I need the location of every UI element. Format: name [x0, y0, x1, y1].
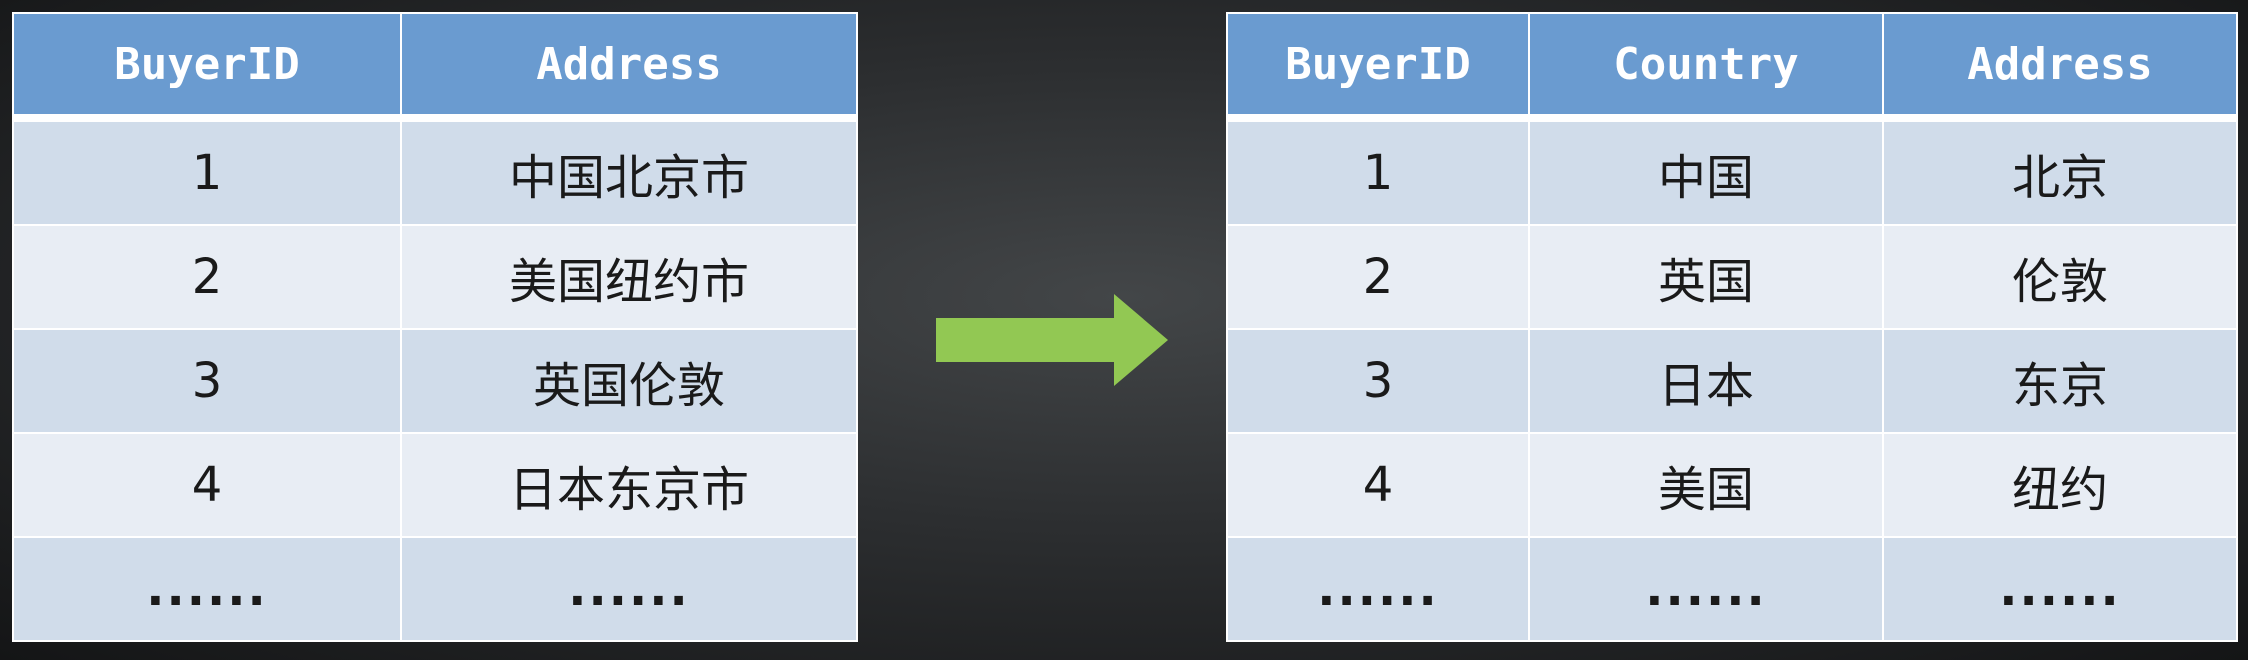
cell-address: 英国伦敦	[400, 328, 858, 434]
table-row: ...... ......	[12, 536, 858, 642]
cell-address: 东京	[1882, 328, 2238, 434]
cell-address: 中国北京市	[400, 117, 858, 226]
cell-buyerid: ......	[1226, 536, 1530, 642]
cell-buyerid: 3	[1226, 328, 1530, 434]
header-country: Country	[1528, 12, 1884, 122]
cell-buyerid: ......	[12, 536, 402, 642]
cell-address: ......	[400, 536, 858, 642]
table-row: 4 美国 纽约	[1226, 432, 2238, 538]
cell-address: 日本东京市	[400, 432, 858, 538]
cell-country: 中国	[1528, 117, 1884, 226]
normalized-table: BuyerID Country Address 1 中国 北京 2 英国 伦敦 …	[1226, 12, 2238, 642]
cell-address: 伦敦	[1882, 224, 2238, 330]
cell-buyerid: 1	[12, 117, 402, 226]
cell-address: ......	[1882, 536, 2238, 642]
table-row: ...... ...... ......	[1226, 536, 2238, 642]
header-row: BuyerID Country Address	[1226, 12, 2238, 122]
cell-buyerid: 3	[12, 328, 402, 434]
cell-country: 美国	[1528, 432, 1884, 538]
source-table: BuyerID Address 1 中国北京市 2 美国纽约市 3 英国伦敦 4…	[12, 12, 858, 642]
cell-country: ......	[1528, 536, 1884, 642]
cell-address: 纽约	[1882, 432, 2238, 538]
cell-country: 日本	[1528, 328, 1884, 434]
right-arrow-icon	[936, 294, 1168, 386]
cell-country: 英国	[1528, 224, 1884, 330]
cell-address: 美国纽约市	[400, 224, 858, 330]
cell-address: 北京	[1882, 117, 2238, 226]
table-row: 1 中国北京市	[12, 117, 858, 226]
cell-buyerid: 2	[12, 224, 402, 330]
table-row: 2 英国 伦敦	[1226, 224, 2238, 330]
table-row: 4 日本东京市	[12, 432, 858, 538]
table-row: 2 美国纽约市	[12, 224, 858, 330]
table-row: 3 日本 东京	[1226, 328, 2238, 434]
table-row: 1 中国 北京	[1226, 117, 2238, 226]
header-address: Address	[400, 12, 858, 122]
cell-buyerid: 1	[1226, 117, 1530, 226]
cell-buyerid: 4	[12, 432, 402, 538]
table-row: 3 英国伦敦	[12, 328, 858, 434]
header-buyerid: BuyerID	[1226, 12, 1530, 122]
header-row: BuyerID Address	[12, 12, 858, 122]
cell-buyerid: 2	[1226, 224, 1530, 330]
cell-buyerid: 4	[1226, 432, 1530, 538]
header-address: Address	[1882, 12, 2238, 122]
header-buyerid: BuyerID	[12, 12, 402, 122]
